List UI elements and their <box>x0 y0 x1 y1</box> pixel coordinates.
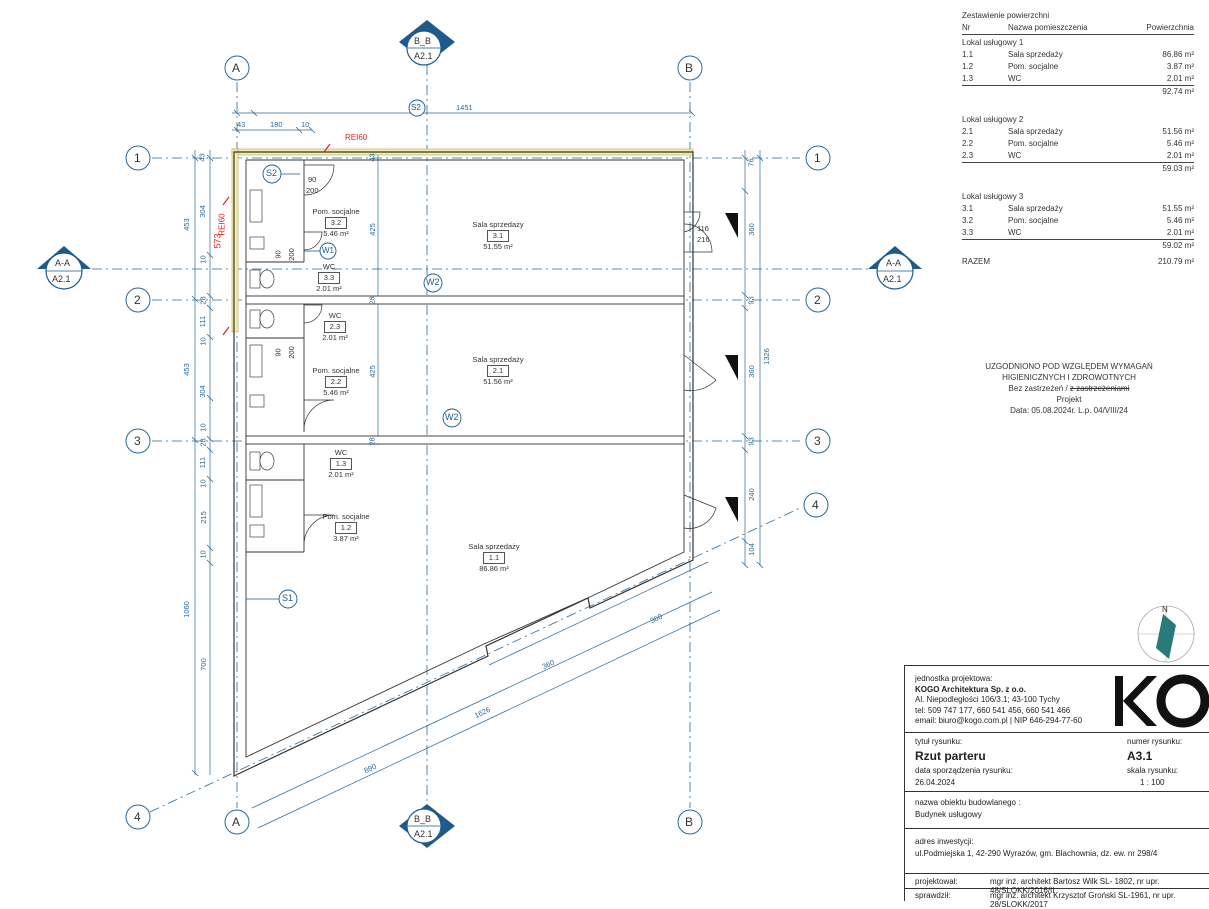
grid-bubbles <box>125 55 831 835</box>
title-block-company: jednostka projektowa: KOGO Architektura … <box>905 666 1209 733</box>
table-title: Zestawienie powierzchni <box>962 11 1050 20</box>
entrance-markers <box>725 213 738 522</box>
fire-markers <box>222 143 331 336</box>
title-block-address: adres inwestycji: ul.Podmiejska 1, 42-29… <box>905 829 1209 874</box>
title-block-object: nazwa obiektu budowlanego : Budynek usłu… <box>905 792 1209 829</box>
dimension-ticks <box>191 109 764 777</box>
dimension-lines <box>194 112 761 829</box>
area-table: Zestawienie powierzchni Nr Nazwa pomiesz… <box>962 10 1194 268</box>
title-block-designer: projektował: mgr inż. architekt Bartosz … <box>905 874 1209 895</box>
doors <box>303 164 717 546</box>
table-subtotal: 92.74 m² <box>962 85 1194 98</box>
table-header: Nr Nazwa pomieszczenia Powierzchnia <box>962 22 1194 35</box>
section-marker-aa-left <box>37 246 91 290</box>
table-group-title: Lokal usługowy 3 <box>962 192 1024 201</box>
wall-tags <box>262 99 462 609</box>
table-group-title: Lokal usługowy 1 <box>962 38 1024 47</box>
title-block: jednostka projektowa: KOGO Architektura … <box>904 665 1209 909</box>
drawing-title: Rzut parteru <box>915 749 986 763</box>
partition-walls <box>245 160 685 553</box>
insulation <box>231 148 694 333</box>
section-marker-bb-top <box>399 20 455 66</box>
wall-tag-leaders <box>246 173 320 600</box>
approval-stamp: UZGODNIONO POD WZGLĘDEM WYMAGAŃ HIGIENIC… <box>985 362 1153 415</box>
title-block-checker: sprawdził: mgr inż. architekt Krzysztof … <box>915 891 1176 909</box>
outer-walls <box>233 151 694 777</box>
fixtures <box>249 189 275 538</box>
table-group-title: Lokal usługowy 2 <box>962 115 1024 124</box>
table-subtotal: 59.03 m² <box>962 162 1194 175</box>
table-subtotal: 59.02 m² <box>962 239 1194 252</box>
drawing-number: A3.1 <box>1127 749 1153 763</box>
section-marker-bb-bottom <box>399 804 455 848</box>
title-block-title: tytuł rysunku: Rzut parteru numer rysunk… <box>905 733 1209 792</box>
kogo-logo <box>1115 674 1209 728</box>
north-arrow <box>1137 605 1195 663</box>
section-marker-aa-right <box>868 246 922 290</box>
table-total: RAZEM 210.79 m² <box>962 257 1194 266</box>
